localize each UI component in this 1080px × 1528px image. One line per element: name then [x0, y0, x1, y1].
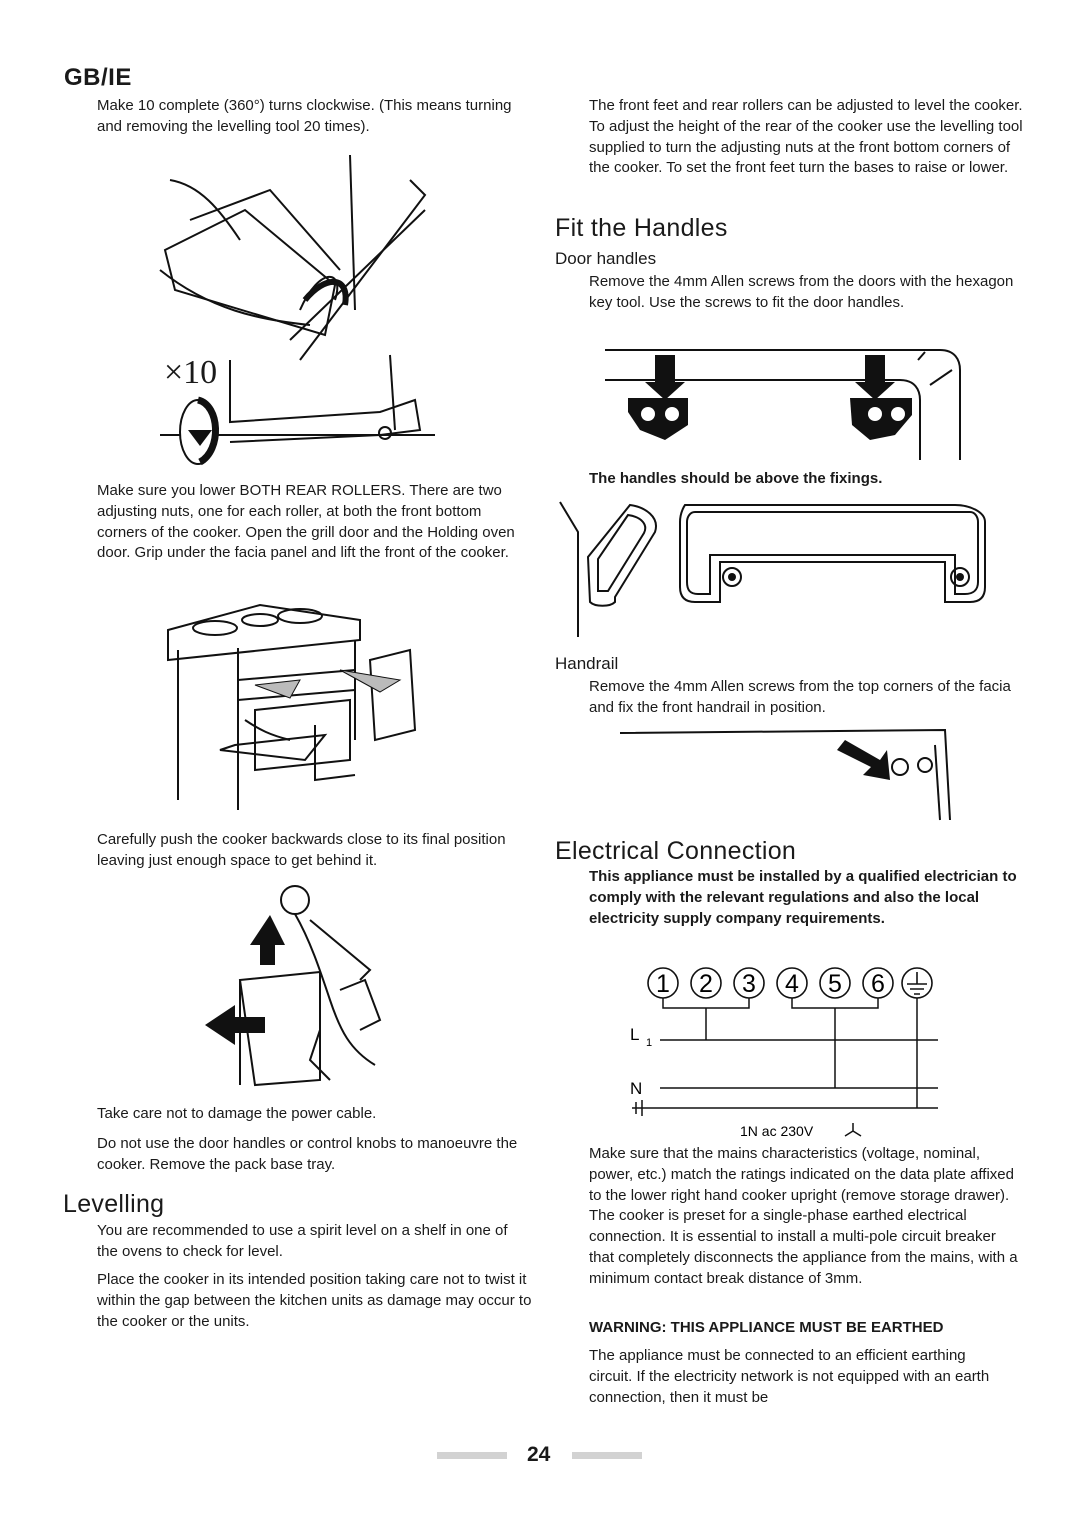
supply-label: 1N ac 230V	[740, 1123, 814, 1139]
handles-note: The handles should be above the fixings.	[589, 470, 883, 487]
rear-rollers-instruction: Make sure you lower BOTH REAR ROLLERS. T…	[97, 482, 515, 562]
handrail-text: Remove the 4mm Allen screws from the top…	[589, 678, 1011, 716]
door-handles-text: Remove the 4mm Allen screws from the doo…	[589, 273, 1014, 311]
times-ten-label: ×10	[164, 354, 218, 391]
neutral-label: N	[630, 1079, 642, 1098]
levelling-spirit-level: You are recommended to use a spirit leve…	[97, 1222, 508, 1260]
power-cable-note: Take care not to damage the power cable.	[97, 1105, 377, 1122]
page-number: 24	[527, 1443, 551, 1466]
fixing-left	[628, 355, 688, 440]
cooker-lift-illustration	[167, 603, 417, 810]
electrical-warning: This appliance must be installed by a qu…	[589, 868, 1017, 927]
terminal-1: 1	[656, 970, 670, 998]
footer-bar-right	[572, 1452, 642, 1459]
handrail-illustration	[619, 728, 951, 821]
levelling-tool-instruction: Make 10 complete (360°) turns clockwise.…	[97, 97, 512, 135]
terminal-2: 2	[699, 970, 713, 998]
push-cooker-instruction: Carefully push the cooker backwards clos…	[97, 831, 506, 869]
levelling-heading: Levelling	[63, 1190, 165, 1218]
footer-bar-left	[437, 1452, 507, 1459]
mains-characteristics-text: Make sure that the mains characteristics…	[589, 1145, 1018, 1287]
fixing-right	[850, 355, 912, 440]
wiring-diagram: 1 2 3 4 5 6 L 1 N 1N ac 230V	[630, 967, 938, 1139]
levelling-placement: Place the cooker in its intended positio…	[97, 1271, 532, 1330]
terminal-4: 4	[785, 970, 799, 998]
terminal-6: 6	[871, 970, 885, 998]
manoeuvre-note: Do not use the door handles or control k…	[97, 1135, 518, 1173]
terminal-5: 5	[828, 970, 842, 998]
earth-warning: WARNING: THIS APPLIANCE MUST BE EARTHED	[589, 1319, 944, 1336]
feet-rollers-text: The front feet and rear rollers can be a…	[589, 97, 1023, 177]
levelling-tool-illustration	[159, 154, 435, 466]
fit-handles-heading: Fit the Handles	[555, 214, 728, 242]
electrical-heading: Electrical Connection	[555, 837, 797, 865]
earth-symbol	[907, 972, 927, 995]
door-handles-subheading: Door handles	[555, 249, 657, 268]
handrail-subheading: Handrail	[555, 654, 619, 673]
line-label: L	[630, 1025, 639, 1044]
terminal-3: 3	[742, 970, 756, 998]
phase-symbol	[844, 1123, 862, 1137]
push-cooker-illustration	[205, 885, 382, 1087]
line-subscript: 1	[646, 1037, 652, 1049]
region-label: GB/IE	[64, 64, 132, 91]
wiring-lines	[632, 998, 938, 1116]
door-fixings-illustration	[605, 349, 961, 460]
earthing-text: The appliance must be connected to an ef…	[589, 1347, 990, 1406]
handle-illustration	[559, 501, 986, 637]
